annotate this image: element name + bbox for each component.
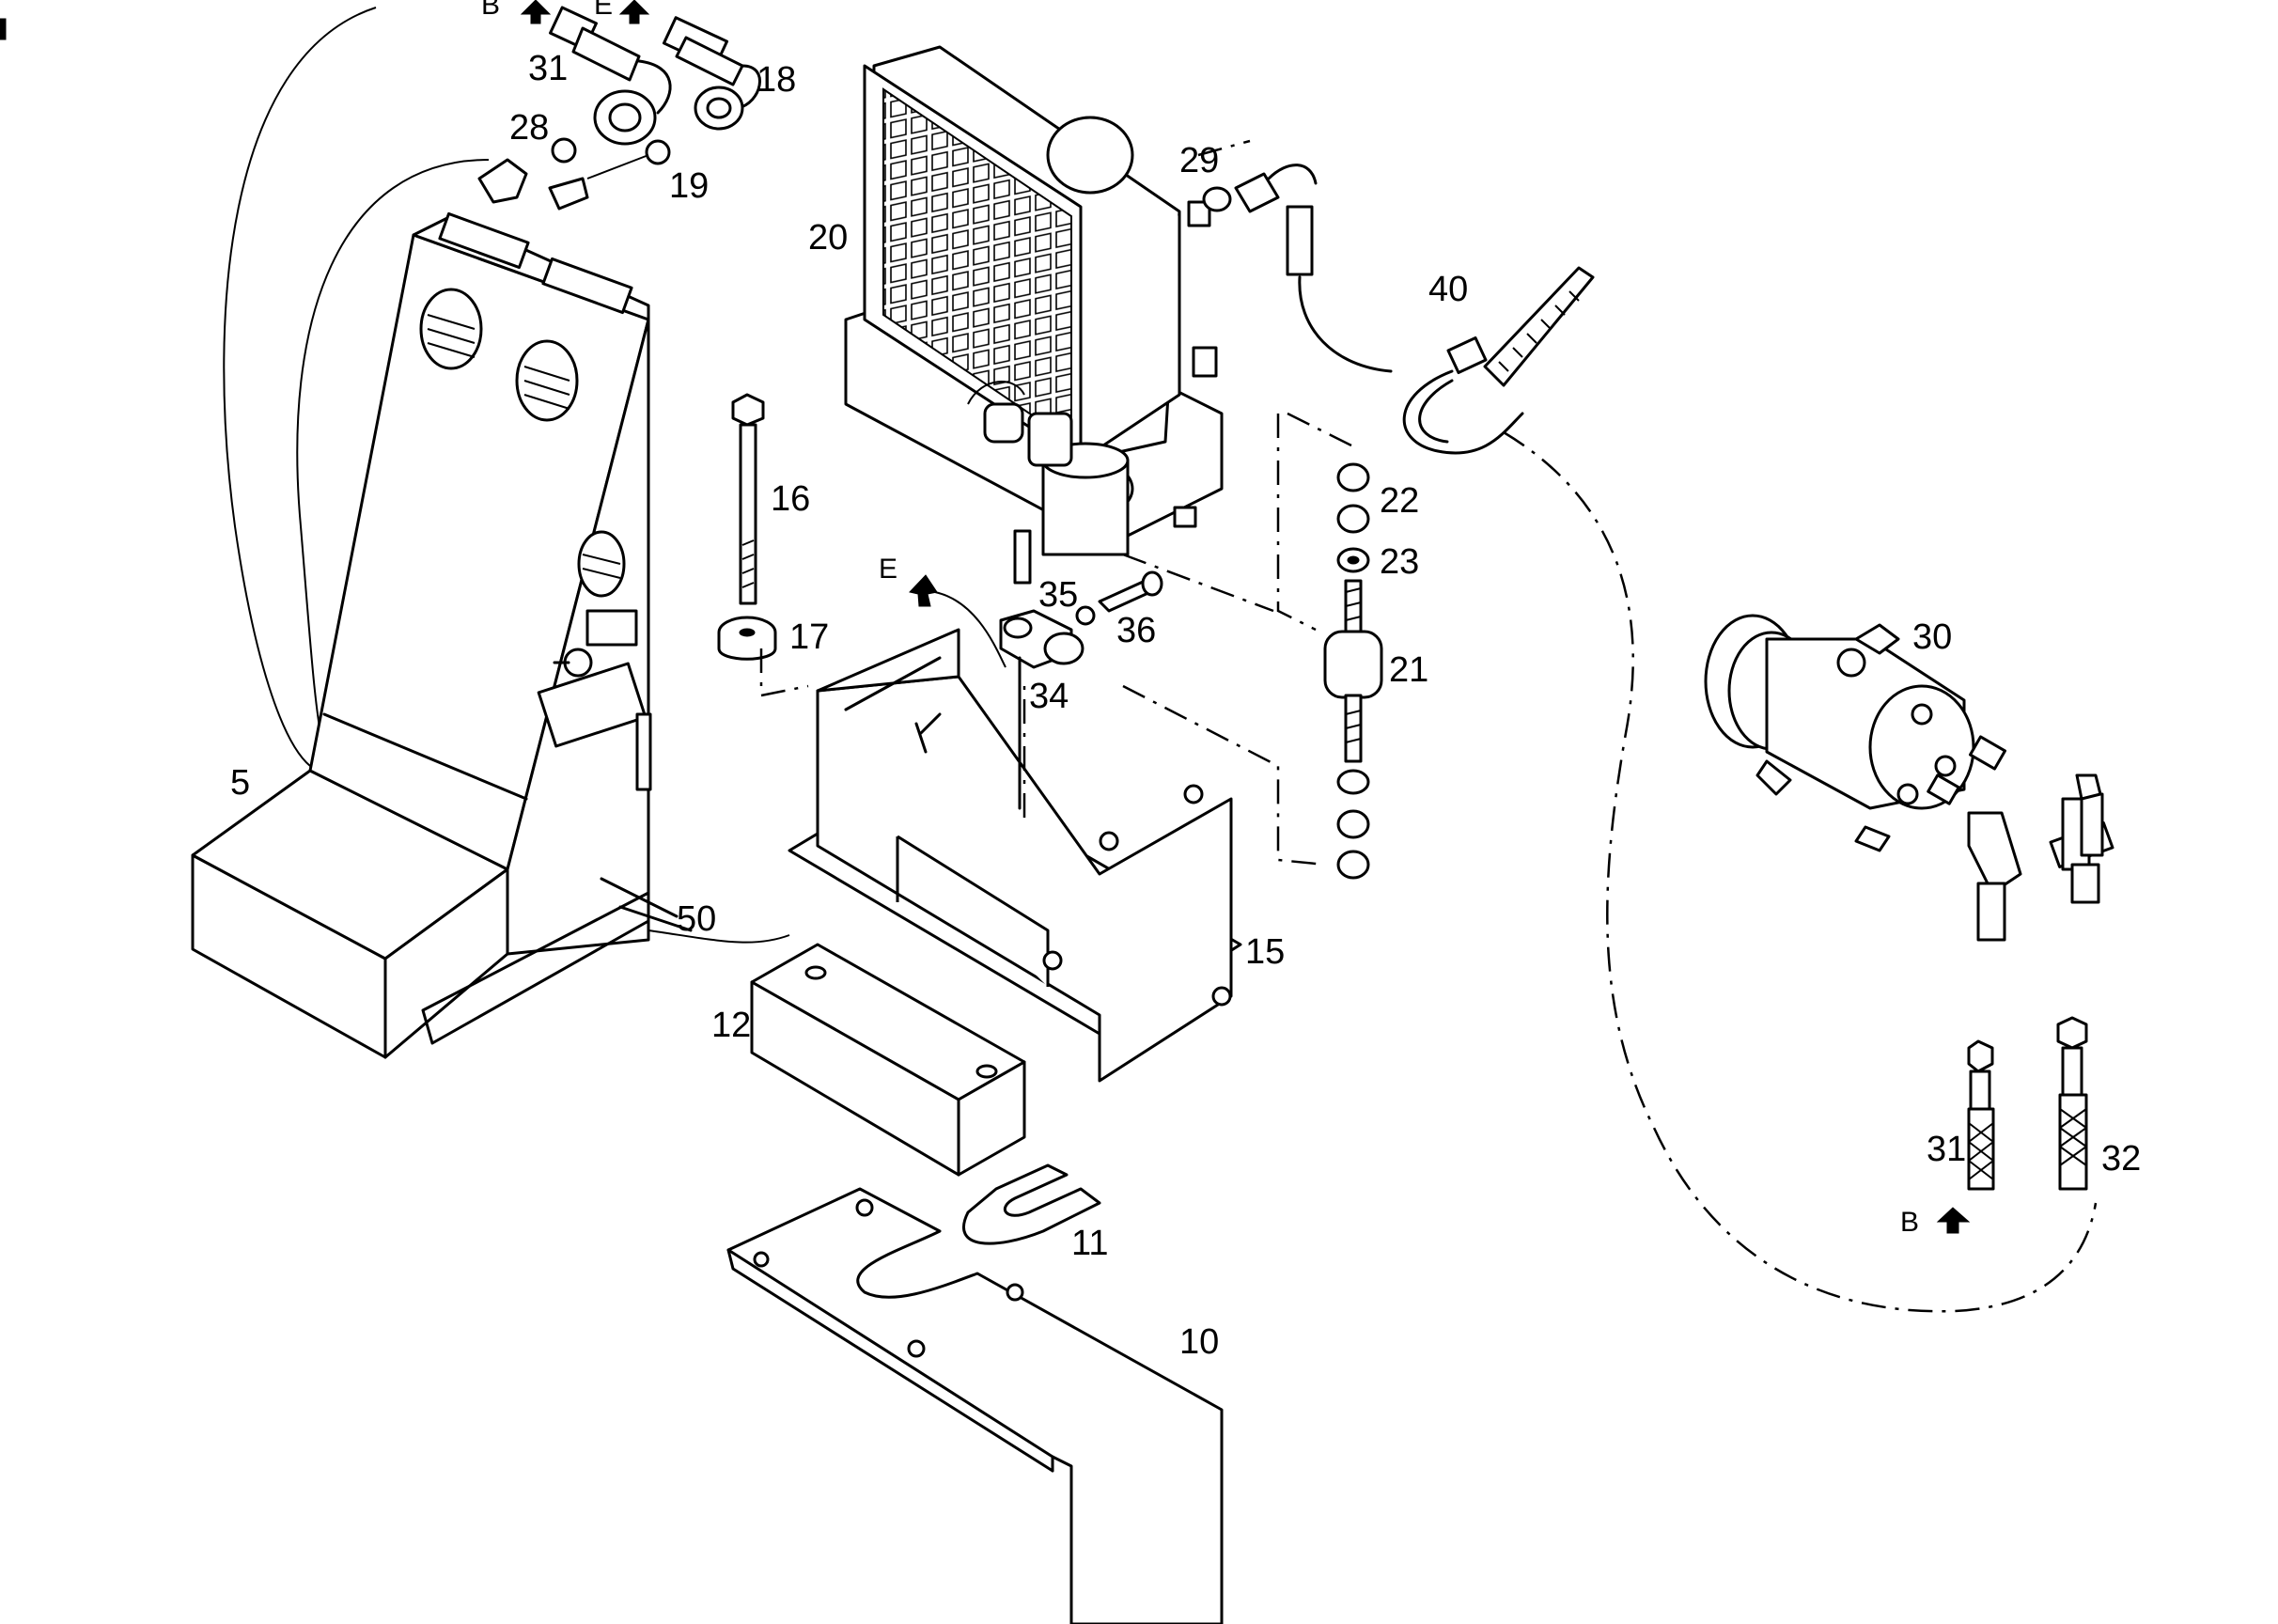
arrow-b-bottom [1936, 1207, 1971, 1234]
part-17-washer [717, 616, 777, 661]
part-34-clamp [999, 609, 1084, 810]
part-20-condenser [844, 45, 1224, 556]
label-dir-b-top: B [481, 0, 500, 21]
part-23-washer [1336, 547, 1370, 573]
part-12-block [750, 943, 1026, 1177]
part-10-bottom-plate [726, 1187, 1224, 1624]
label-34: 34 [1029, 677, 1069, 716]
part-21-damper [1323, 579, 1383, 880]
part-16-bolt [731, 393, 765, 605]
label-22: 22 [1380, 481, 1419, 521]
part-31-top-hose [549, 6, 672, 146]
corner-mark [0, 18, 7, 40]
arrow-b-top [520, 0, 552, 24]
label-18: 18 [757, 60, 796, 100]
part-18-top-hose [662, 16, 761, 131]
label-29: 29 [1179, 141, 1219, 180]
label-35: 35 [1038, 575, 1078, 615]
part-29-fitting [1202, 164, 1393, 373]
label-dir-e-mid: E [879, 554, 897, 585]
label-12: 12 [711, 1006, 751, 1045]
arrow-e-top [618, 0, 650, 24]
label-31: 31 [1927, 1130, 1966, 1169]
label-17: 17 [789, 617, 829, 657]
label-dir-e-top: E [594, 0, 613, 21]
part-11-u-washer [962, 1163, 1101, 1245]
label-16: 16 [771, 479, 810, 519]
part-36-screw [1013, 529, 1163, 626]
label-15: 15 [1245, 932, 1285, 972]
hose-loop-right [1503, 430, 2098, 1313]
label-20: 20 [808, 218, 848, 258]
label-28: 28 [509, 108, 549, 148]
arrow-e-mid [909, 574, 938, 607]
label-19: 19 [669, 166, 709, 206]
part-5-unit-housing [191, 211, 790, 1059]
leader-lines [759, 139, 1354, 867]
hose-loop-left [223, 7, 490, 767]
part-28-pressure-switch [477, 137, 671, 211]
label-30: 30 [1912, 617, 1952, 657]
label-21: 21 [1389, 650, 1428, 690]
part-31-hose [1967, 1039, 1995, 1191]
label-11: 11 [1071, 1224, 1108, 1263]
part-40-cable-tie [1402, 266, 1595, 455]
label-10: 10 [1179, 1322, 1219, 1362]
label-23: 23 [1380, 542, 1419, 582]
label-31-top: 31 [528, 49, 568, 88]
label-50: 50 [677, 899, 716, 939]
part-30-fittings [1967, 773, 2114, 942]
part-15-mount-frame [788, 628, 1242, 1083]
label-dir-b-bottom: B [1900, 1207, 1919, 1238]
label-36: 36 [1116, 611, 1156, 650]
part-32-hose [2056, 1016, 2088, 1191]
part-30-compressor [1704, 614, 2006, 852]
label-5: 5 [230, 763, 250, 803]
arrow-e-mid-curve [934, 591, 1006, 668]
label-40: 40 [1428, 270, 1468, 309]
part-22-nut [1336, 462, 1370, 534]
label-32: 32 [2101, 1139, 2141, 1179]
